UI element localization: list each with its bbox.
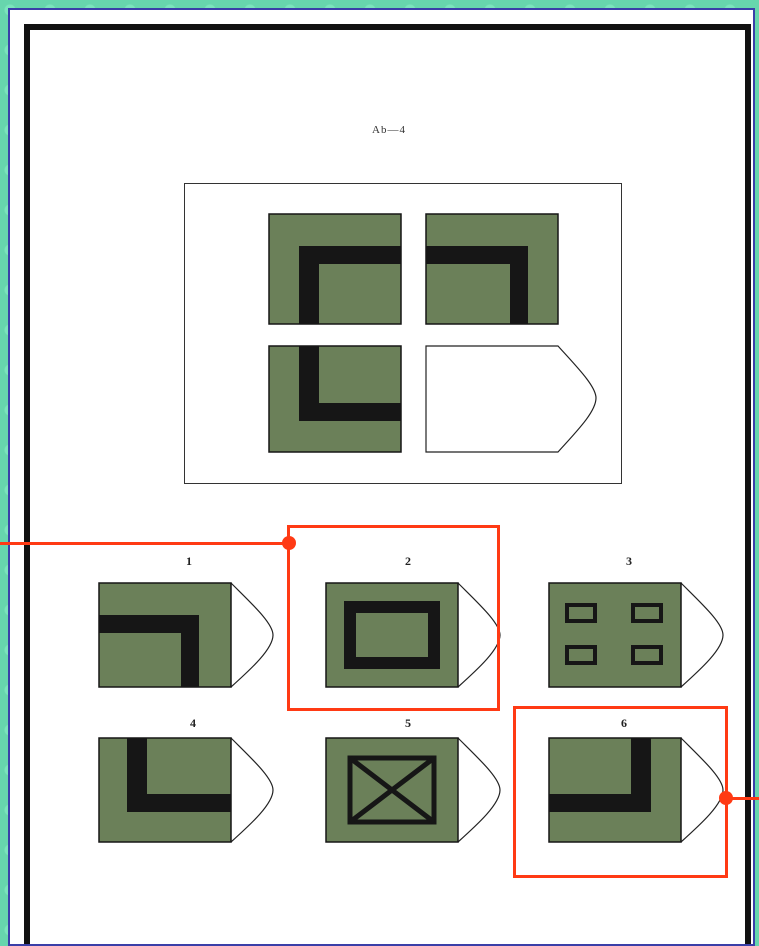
option-1-tile[interactable] bbox=[99, 583, 275, 687]
option-4-tile[interactable] bbox=[99, 738, 275, 842]
option-1-number: 1 bbox=[186, 554, 192, 569]
option-5-number: 5 bbox=[405, 716, 411, 731]
highlight-connector-dot-right bbox=[719, 791, 733, 805]
highlight-connector-dot-left bbox=[282, 536, 296, 550]
highlight-connector-left bbox=[0, 542, 288, 545]
matrix-cell-top-right bbox=[426, 214, 558, 324]
matrix-cell-bottom-left bbox=[269, 346, 401, 452]
option-4-number: 4 bbox=[190, 716, 196, 731]
option-3-tile[interactable] bbox=[549, 583, 725, 687]
option-5-tile[interactable] bbox=[326, 738, 502, 842]
matrix-cell-missing bbox=[426, 346, 598, 452]
matrix-cell-top-left bbox=[269, 214, 401, 324]
option-3-number: 3 bbox=[626, 554, 632, 569]
highlight-box-option-6 bbox=[513, 706, 728, 878]
highlight-box-option-2 bbox=[287, 525, 500, 711]
page-title: Ab—4 bbox=[372, 124, 406, 136]
